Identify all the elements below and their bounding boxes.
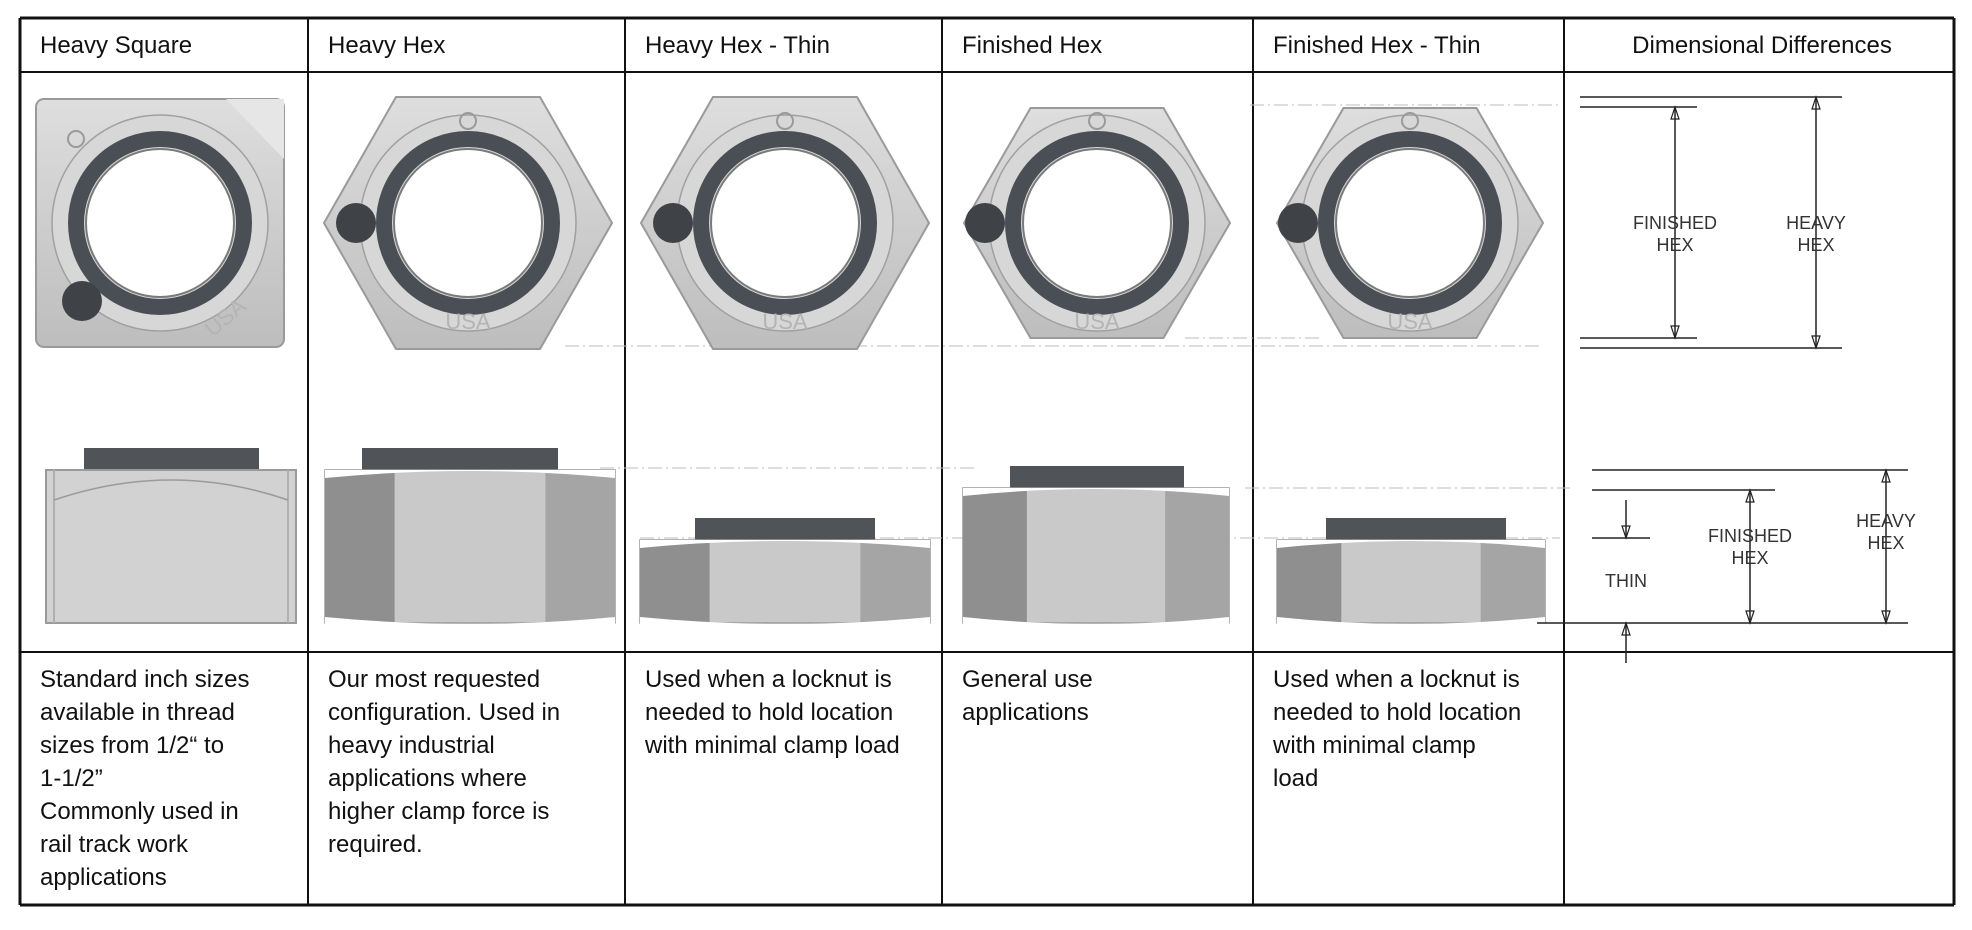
header-heavy-hex: Heavy Hex (328, 32, 446, 59)
nut-top-chamfer (325, 470, 615, 478)
arrow-head-up (1621, 621, 1631, 636)
usa-stamp: USA (1074, 309, 1120, 334)
thread-bore (710, 148, 860, 298)
thread-bore (1022, 148, 1172, 298)
description-finished-hex: General use applications (962, 666, 1093, 726)
nut-chamfer-curve (53, 479, 289, 501)
nut-bottom-chamfer (640, 617, 930, 625)
header-finished-hex: Finished Hex (962, 32, 1103, 59)
nut-corner-chamfer (226, 99, 284, 159)
description-heavy-hex-thin: Used when a locknut is needed to hold lo… (645, 666, 900, 759)
nut-right-facet (545, 470, 615, 623)
nut-bottom-chamfer (325, 617, 615, 625)
heavy-hex-thin-nut-top-icon: USA (639, 96, 931, 350)
square-nut-side-icon (45, 448, 297, 624)
header-heavy-hex-thin: Heavy Hex - Thin (645, 32, 830, 59)
locking-pin-bump (653, 203, 693, 243)
arrow-head-up (1745, 488, 1755, 503)
header-finished-hex-thin: Finished Hex - Thin (1273, 32, 1481, 59)
finished-hex-thin-nut-top-icon: USA (1275, 107, 1545, 339)
description-heavy-hex: Our most requested configuration. Used i… (328, 666, 561, 858)
mark-circle (67, 130, 85, 148)
locking-insert-ring (68, 131, 252, 315)
heavy-hex-nut-top-icon: USA (322, 96, 614, 350)
nut-left-facet (963, 488, 1027, 623)
thread-bore (85, 148, 235, 298)
arrow-head-up (1881, 468, 1891, 483)
mark-circle (459, 112, 477, 130)
arrow-head-up (1811, 95, 1821, 110)
nut-bottom-chamfer (963, 617, 1229, 625)
nut-left-facet (1277, 540, 1342, 623)
usa-stamp: USA (762, 309, 808, 334)
nut-side-face (45, 469, 297, 624)
label-thin-side: THIN (1605, 571, 1647, 591)
locking-pin-bump (965, 203, 1005, 243)
arrow-head-down (1670, 325, 1680, 340)
finished-hex-thin-nut-side-icon (1276, 518, 1546, 625)
arrow-head-up (1670, 105, 1680, 120)
nut-left-facet (325, 470, 395, 623)
nut-right-facet (1165, 488, 1229, 623)
locking-pin-bump (336, 203, 376, 243)
mark-circle (1401, 112, 1419, 130)
locking-pin-bump (1278, 203, 1318, 243)
nut-right-facet (1480, 540, 1545, 623)
description-heavy-square: Standard inch sizes available in thread … (40, 666, 250, 891)
locking-insert-ring (1318, 131, 1502, 315)
locking-insert-ring (1005, 131, 1189, 315)
nut-left-facet (640, 540, 710, 623)
heavy-hex-nut-side-icon (324, 448, 616, 625)
header-heavy-square: Heavy Square (40, 32, 193, 59)
nut-top-chamfer (963, 488, 1229, 496)
thread-bore (393, 148, 543, 298)
arrow-head-down (1881, 610, 1891, 625)
header-dimensional-differences: Dimensional Differences (1632, 32, 1892, 59)
thread-bore (1335, 148, 1485, 298)
locking-pin-bump (62, 281, 102, 321)
finished-hex-nut-top-icon: USA (962, 107, 1232, 339)
usa-stamp: USA (445, 309, 491, 334)
arrow-head-down (1621, 525, 1631, 540)
mark-circle (1088, 112, 1106, 130)
locking-insert-ring (693, 131, 877, 315)
heavy-hex-thin-nut-side-icon (639, 518, 931, 625)
finished-hex-nut-side-icon (962, 466, 1230, 625)
description-finished-hex-thin: Used when a locknut is needed to hold lo… (1273, 666, 1522, 792)
square-nut-top-icon: USA (35, 98, 285, 348)
nut-top-chamfer (1277, 540, 1545, 548)
nut-right-facet (860, 540, 930, 623)
locking-insert-ring (376, 131, 560, 315)
usa-stamp: USA (1387, 309, 1433, 334)
nut-top-chamfer (640, 540, 930, 548)
arrow-head-down (1811, 335, 1821, 350)
nut-bottom-chamfer (1277, 617, 1545, 625)
mark-circle (776, 112, 794, 130)
arrow-head-down (1745, 610, 1755, 625)
